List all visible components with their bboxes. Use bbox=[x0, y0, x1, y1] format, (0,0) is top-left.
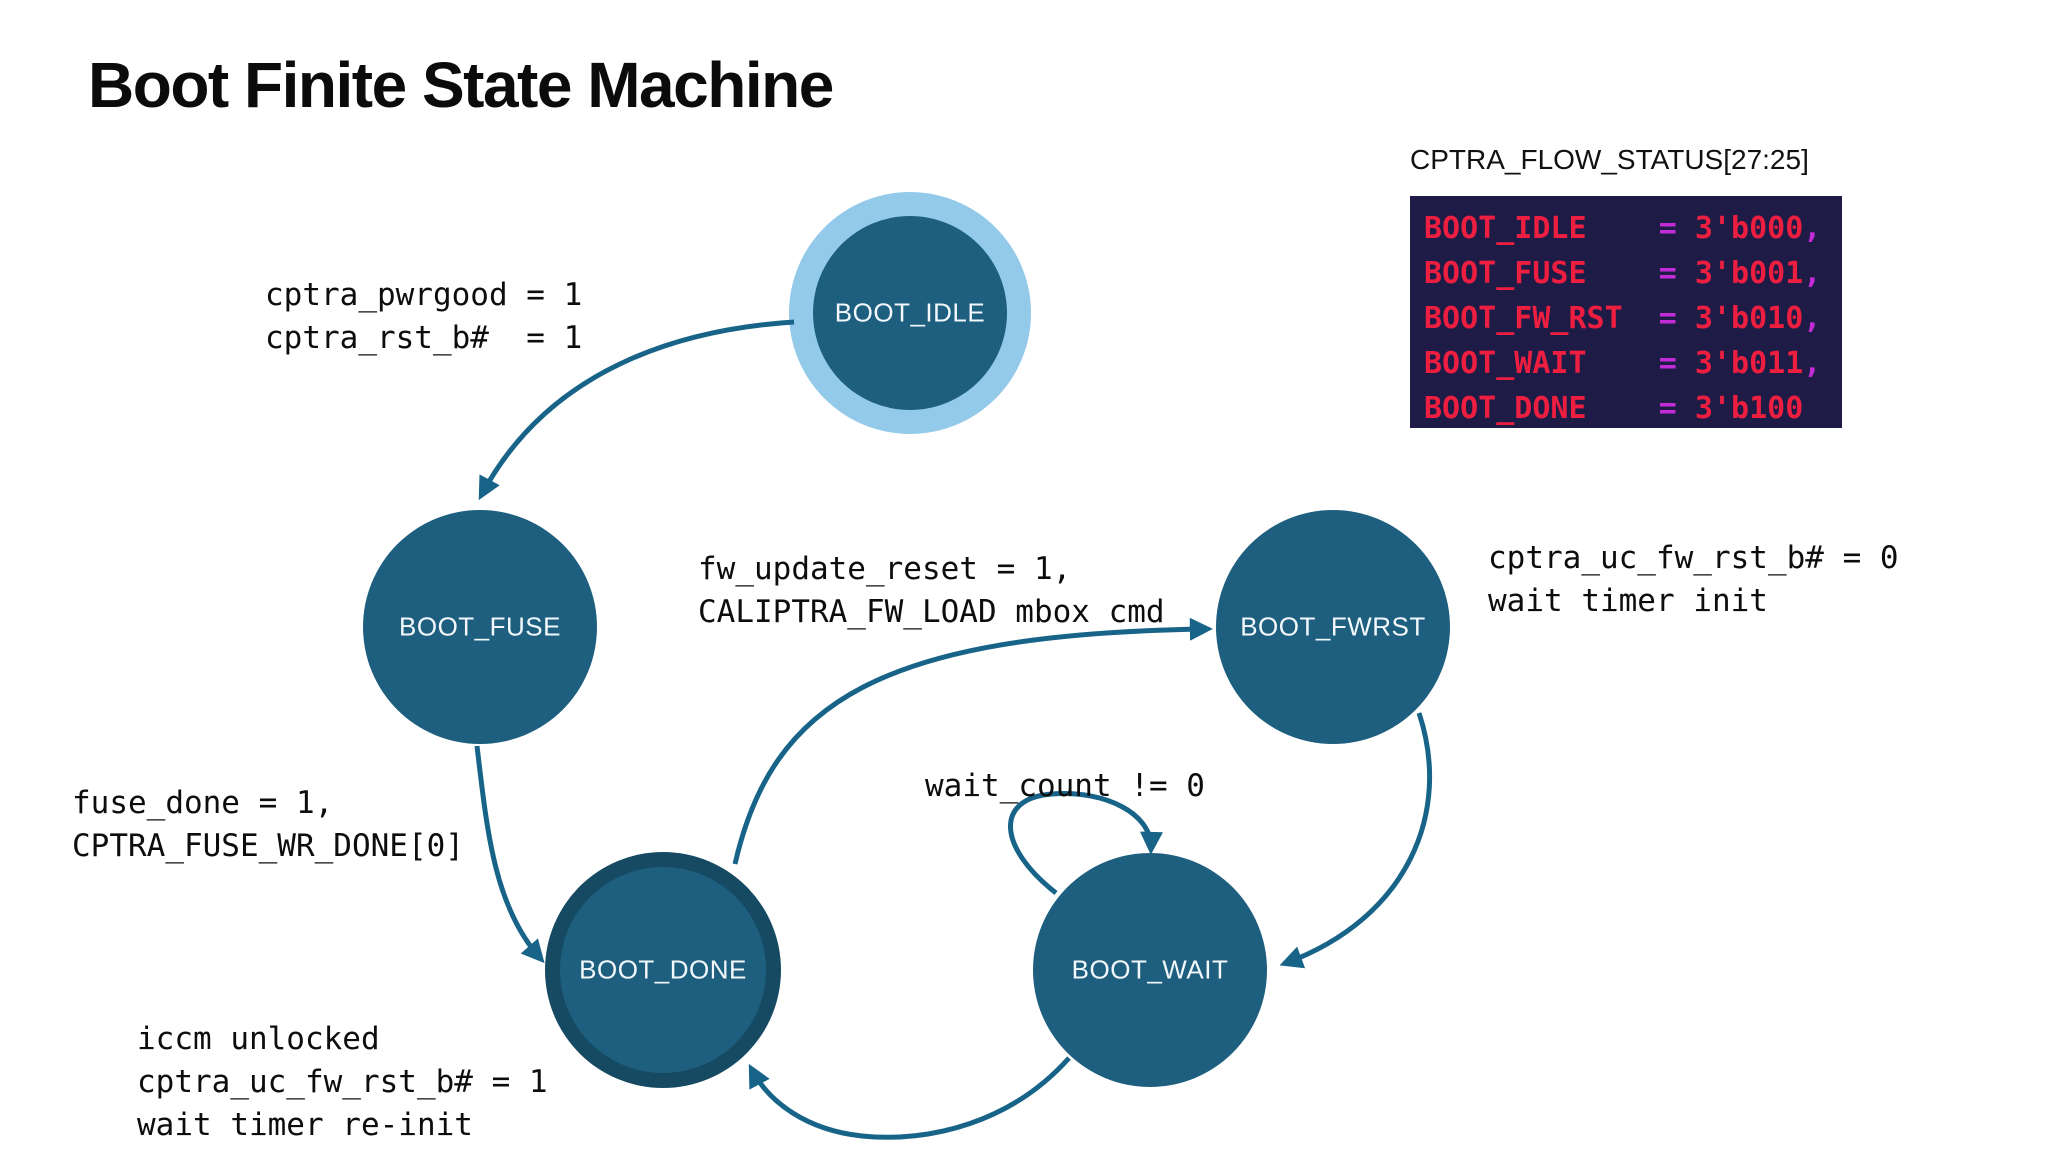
code-state-name: BOOT_DONE bbox=[1424, 391, 1587, 426]
state-label-boot-wait: BOOT_WAIT bbox=[1071, 954, 1229, 985]
state-circle-boot-idle bbox=[789, 192, 1031, 434]
code-suffix: , bbox=[1803, 256, 1822, 291]
code-value: 3'b001 bbox=[1694, 256, 1804, 291]
state-label-boot-fwrst: BOOT_FWRST bbox=[1240, 611, 1426, 642]
edge-label-wait-to-done: iccm unlocked cptra_uc_fw_rst_b# = 1 wai… bbox=[137, 1021, 548, 1143]
state-circle-boot-fuse bbox=[363, 510, 597, 744]
code-operator: = bbox=[1658, 256, 1677, 291]
arrow-idle-to-fuse bbox=[478, 319, 795, 501]
arrow-fuse-to-done bbox=[474, 745, 545, 964]
state-circle-boot-wait bbox=[1033, 853, 1267, 1087]
code-suffix: , bbox=[1803, 301, 1822, 336]
code-state-name: BOOT_WAIT bbox=[1424, 346, 1587, 381]
flow-status-register-title: CPTRA_FLOW_STATUS[27:25] bbox=[1410, 144, 1809, 175]
edge-label-wait-self-loop: wait_count != 0 bbox=[925, 768, 1205, 804]
code-row: BOOT_IDLE = 3'b000, bbox=[1424, 206, 1842, 251]
edge-label-idle-to-fuse: cptra_pwrgood = 1 cptra_rst_b# = 1 bbox=[265, 277, 583, 356]
code-operator: = bbox=[1658, 301, 1677, 336]
arrow-wait-self-loop bbox=[1008, 791, 1163, 895]
code-value: 3'b000 bbox=[1694, 211, 1804, 246]
code-operator: = bbox=[1658, 391, 1677, 426]
code-row: BOOT_FW_RST = 3'b010, bbox=[1424, 296, 1842, 341]
arrow-wait-to-done bbox=[748, 1056, 1071, 1140]
state-label-boot-done: BOOT_DONE bbox=[579, 954, 747, 985]
code-row: BOOT_WAIT = 3'b011, bbox=[1424, 341, 1842, 386]
state-circle-boot-fwrst bbox=[1216, 510, 1450, 744]
code-value: 3'b010 bbox=[1694, 301, 1804, 336]
code-row: BOOT_DONE = 3'b100 bbox=[1424, 386, 1842, 431]
arrow-fwrst-to-wait bbox=[1279, 712, 1433, 969]
code-suffix: , bbox=[1803, 346, 1822, 381]
code-operator: = bbox=[1658, 211, 1677, 246]
code-suffix: , bbox=[1803, 211, 1822, 246]
code-state-name: BOOT_IDLE bbox=[1424, 211, 1587, 246]
state-circle-boot-done bbox=[545, 852, 781, 1088]
code-row: BOOT_FUSE = 3'b001, bbox=[1424, 251, 1842, 296]
state-label-boot-idle: BOOT_IDLE bbox=[834, 297, 986, 328]
arrow-done-to-fwrst bbox=[732, 617, 1213, 865]
code-state-name: BOOT_FUSE bbox=[1424, 256, 1587, 291]
edge-label-fwrst-to-wait: cptra_uc_fw_rst_b# = 0 wait timer init bbox=[1488, 540, 1899, 619]
code-state-name: BOOT_FW_RST bbox=[1424, 301, 1623, 336]
page-title: Boot Finite State Machine bbox=[88, 49, 834, 121]
state-label-boot-fuse: BOOT_FUSE bbox=[399, 611, 561, 642]
flow-status-code-block: BOOT_IDLE = 3'b000, BOOT_FUSE = 3'b001, BOOT… bbox=[1410, 196, 1842, 428]
code-operator: = bbox=[1658, 346, 1677, 381]
code-value: 3'b100 bbox=[1694, 391, 1804, 426]
edge-label-fuse-to-done: fuse_done = 1, CPTRA_FUSE_WR_DONE[0] bbox=[72, 785, 464, 864]
code-value: 3'b011 bbox=[1694, 346, 1804, 381]
edge-label-done-to-fwrst: fw_update_reset = 1, CALIPTRA_FW_LOAD mb… bbox=[698, 551, 1165, 630]
